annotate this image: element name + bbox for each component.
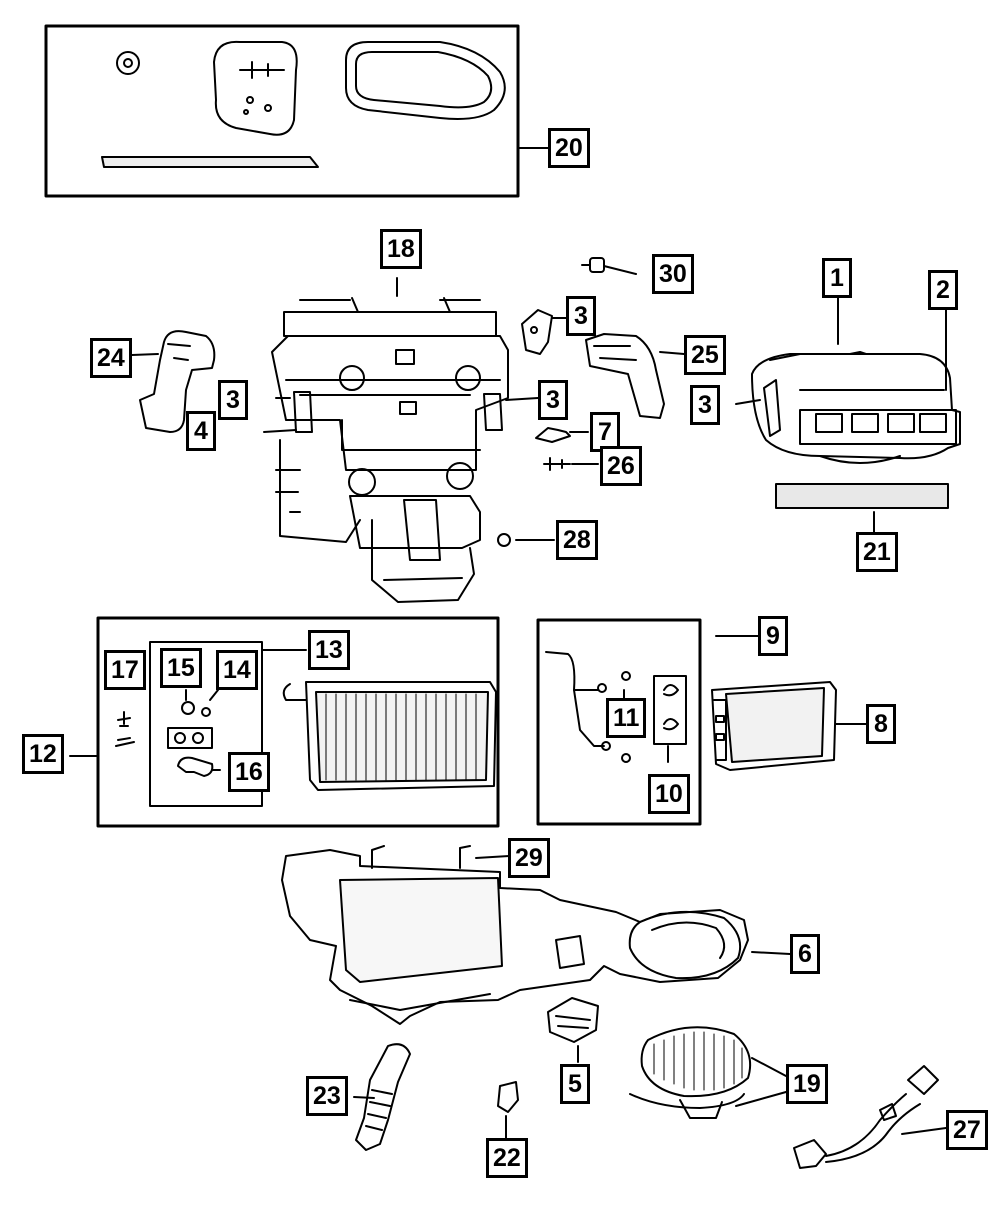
callout-6: 6 [790, 934, 820, 974]
callout-19: 19 [786, 1064, 828, 1104]
blower-housing-right [735, 295, 961, 464]
callout-9: 9 [758, 616, 788, 656]
seal-kit-parts [101, 40, 506, 168]
callout-27: 27 [946, 1110, 988, 1150]
part-8-heater-core [711, 681, 867, 771]
callout-3a: 3 [566, 296, 596, 336]
callout-16: 16 [228, 752, 270, 792]
callout-1: 1 [822, 258, 852, 298]
part-24-duct [131, 330, 216, 433]
callout-18: 18 [380, 229, 422, 269]
part-13-evaporator [282, 681, 497, 791]
part-5-resistor [547, 997, 599, 1063]
callout-24: 24 [90, 338, 132, 378]
callout-28: 28 [556, 520, 598, 560]
part-25-duct [585, 333, 685, 419]
kit-9-box [536, 618, 759, 826]
callout-15: 15 [160, 648, 202, 688]
callout-25: 25 [684, 335, 726, 375]
callout-14: 14 [216, 650, 258, 690]
part-7-sensor [535, 427, 589, 443]
callout-12: 12 [22, 734, 64, 774]
callout-17: 17 [104, 650, 146, 690]
hvac-housing-lower [281, 845, 791, 1025]
callout-3d: 3 [690, 385, 720, 425]
callout-22: 22 [486, 1138, 528, 1178]
part-30-screw [581, 257, 637, 275]
part-21-filter [775, 483, 949, 533]
part-26-pin [543, 457, 599, 471]
callout-23: 23 [306, 1076, 348, 1116]
part-19-blower-motor [629, 1026, 787, 1119]
callout-8: 8 [866, 704, 896, 744]
callout-20: 20 [548, 128, 590, 168]
kit-12-box [69, 616, 500, 828]
callout-4: 4 [186, 411, 216, 451]
part-28-bolt [497, 533, 555, 547]
callout-30: 30 [652, 254, 694, 294]
callout-21: 21 [856, 532, 898, 572]
part-3-actuator-top [521, 309, 567, 355]
callout-3b: 3 [218, 380, 248, 420]
part-22-clip [497, 1081, 519, 1139]
callout-2: 2 [928, 270, 958, 310]
part-23-hose [353, 1043, 411, 1151]
callout-5: 5 [560, 1064, 590, 1104]
hvac-housing-main [271, 297, 509, 603]
callout-10: 10 [648, 774, 690, 814]
callout-26: 26 [600, 446, 642, 486]
callout-11: 11 [606, 698, 647, 738]
expansion-valve-parts [115, 689, 221, 777]
part-27-harness [793, 1065, 947, 1169]
kit-20-box [44, 24, 549, 198]
callout-13: 13 [308, 630, 350, 670]
callout-3c: 3 [538, 380, 568, 420]
callout-29: 29 [508, 838, 550, 878]
